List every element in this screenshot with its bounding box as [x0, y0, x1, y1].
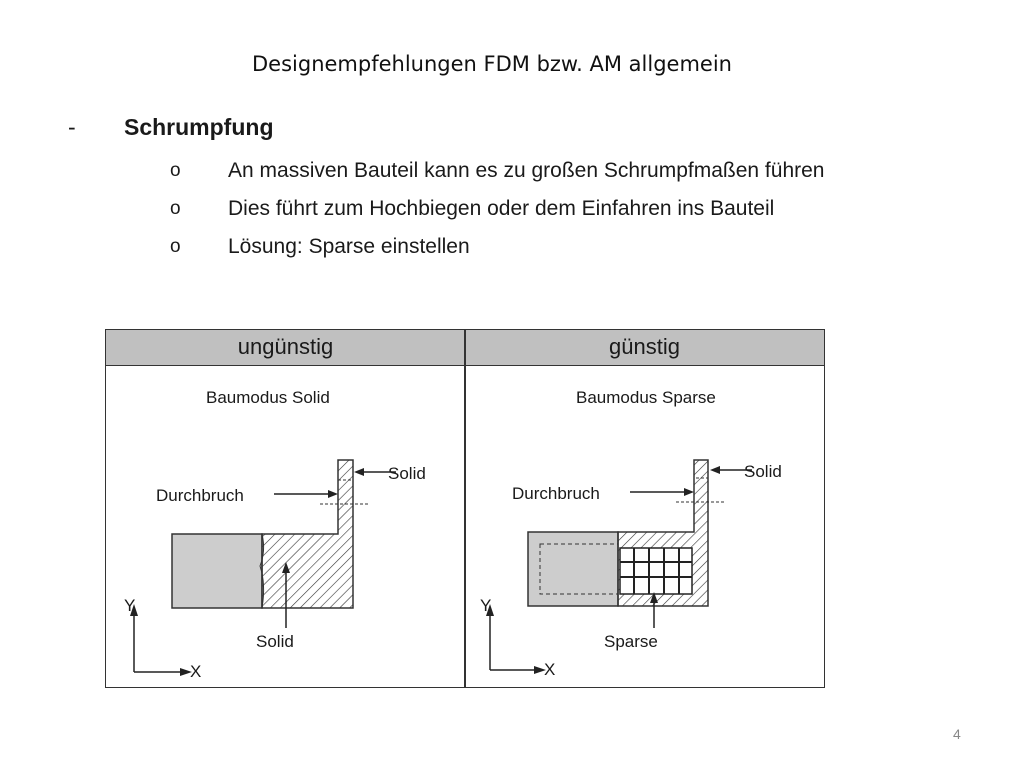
- cell-solid-diagram: Baumodus Solid Durchbruch Solid Solid Y …: [106, 366, 464, 686]
- sparse-dashed-outline: [539, 543, 619, 595]
- sparse-grey-block: [527, 531, 619, 607]
- list-item: o Dies führt zum Hochbiegen oder dem Einf…: [170, 190, 824, 228]
- header-guenstig: günstig: [609, 334, 680, 359]
- label-solid-bottom: Solid: [256, 632, 294, 651]
- sub-bullet-list: o An massiven Bauteil kann es zu großen S…: [170, 152, 824, 266]
- label-sparse: Sparse: [604, 632, 658, 651]
- sparse-part-diagram: [486, 459, 752, 674]
- comparison-table: ungünstig günstig Bau: [105, 329, 825, 688]
- bullet-circle: o: [170, 236, 181, 257]
- bullet-dash: -: [68, 114, 76, 140]
- axis-y-label: Y: [124, 596, 136, 615]
- label-durchbruch: Durchbruch: [512, 484, 600, 503]
- solid-grey-block: [171, 533, 263, 609]
- mode-label-solid: Baumodus Solid: [206, 388, 330, 407]
- column-divider: [464, 330, 466, 687]
- slide-title: Designempfehlungen FDM bzw. AM allgemein: [252, 52, 732, 76]
- bullet-heading: - Schrumpfung: [68, 114, 274, 141]
- list-item-text: An massiven Bauteil kann es zu großen Sc…: [228, 159, 825, 182]
- solid-hatched-region: [261, 459, 354, 609]
- label-solid-top: Solid: [388, 464, 426, 483]
- solid-part-diagram: [130, 459, 396, 676]
- axis-y-label: Y: [480, 596, 492, 615]
- axis-x-label: X: [190, 662, 202, 681]
- list-item-text: Lösung: Sparse einstellen: [228, 235, 470, 258]
- axis-x-label: X: [544, 660, 556, 679]
- label-durchbruch: Durchbruch: [156, 486, 244, 505]
- list-item: o An massiven Bauteil kann es zu großen S…: [170, 152, 824, 190]
- cell-sparse-diagram: Baumodus Sparse Durchbruch Solid Sparse …: [466, 366, 824, 686]
- list-item: o Lösung: Sparse einstellen: [170, 228, 824, 266]
- header-unguenstig: ungünstig: [237, 334, 334, 359]
- bullet-circle: o: [170, 198, 181, 219]
- page-number: 4: [953, 726, 961, 742]
- bullet-circle: o: [170, 160, 181, 181]
- list-item-text: Dies führt zum Hochbiegen oder dem Einfa…: [228, 197, 775, 220]
- label-solid-top: Solid: [744, 462, 782, 481]
- heading-text: Schrumpfung: [124, 114, 274, 140]
- sparse-grid-region: [619, 547, 693, 595]
- mode-label-sparse: Baumodus Sparse: [576, 388, 716, 407]
